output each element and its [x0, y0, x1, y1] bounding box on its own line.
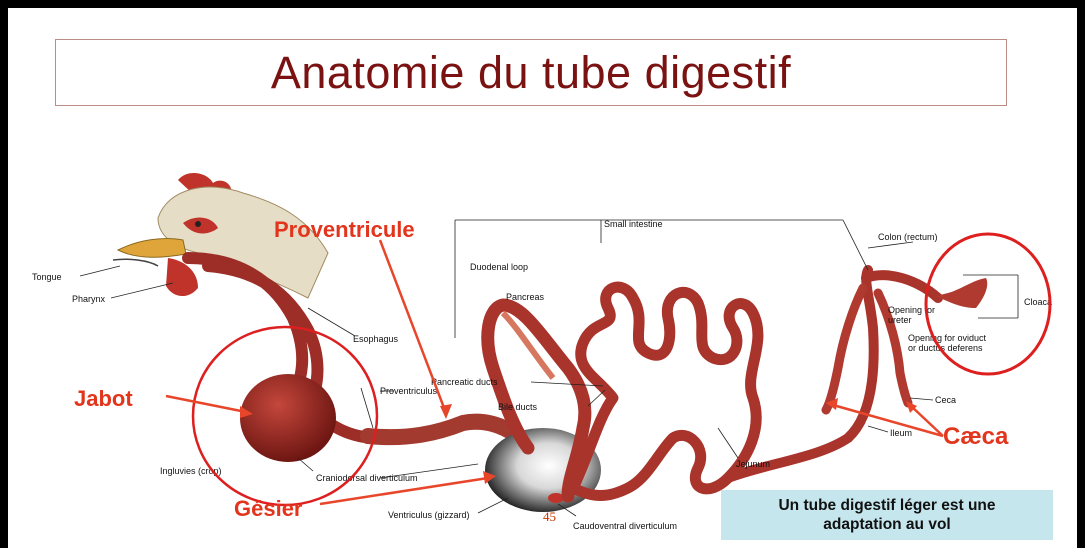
ceca-left	[826, 288, 863, 410]
label-ileum: Ileum	[890, 428, 912, 438]
label-pancreatic-ducts: Pancreatic ducts	[431, 377, 498, 387]
label-cloaca: Cloaca	[1024, 297, 1052, 307]
label-proventriculus: Proventriculus	[380, 386, 438, 396]
callout-jabot: Jabot	[74, 386, 133, 411]
caption-line-1: Un tube digestif léger est une	[721, 496, 1053, 515]
callout-caeca: Cæca	[943, 423, 1009, 450]
label-ventriculus: Ventriculus (gizzard)	[388, 510, 470, 520]
digestive-diagram: Tongue Pharynx Esophagus Proventriculus …	[8, 8, 1077, 548]
label-opening-ureter-2: ureter	[888, 315, 912, 325]
caption-box: Un tube digestif léger est une adaptatio…	[721, 490, 1053, 540]
label-craniodorsal: Craniodorsal diverticulum	[316, 473, 418, 483]
slide: Anatomie du tube digestif	[8, 8, 1077, 548]
label-colon: Colon (rectum)	[878, 232, 938, 242]
label-esophagus: Esophagus	[353, 334, 399, 344]
cloaca-organ	[936, 278, 987, 308]
label-small-intestine: Small intestine	[604, 219, 663, 229]
label-pharynx: Pharynx	[72, 294, 106, 304]
caption-line-2: adaptation au vol	[721, 515, 1053, 534]
callout-gesier: Gésier	[234, 496, 303, 521]
label-tongue: Tongue	[32, 272, 62, 282]
label-ceca: Ceca	[935, 395, 956, 405]
label-pancreas: Pancreas	[506, 292, 545, 302]
jejunum-coils	[573, 287, 758, 495]
label-jejunum: Jejunum	[736, 459, 770, 469]
label-caudoventral: Caudoventral diverticulum	[573, 521, 677, 531]
crop-organ	[240, 374, 336, 462]
label-opening-oviduct-2: or ductus deferens	[908, 343, 983, 353]
proventriculus-organ	[368, 422, 523, 440]
label-duodenal-loop: Duodenal loop	[470, 262, 528, 272]
label-opening-oviduct-1: Opening for oviduct	[908, 333, 987, 343]
label-bile-ducts: Bile ducts	[498, 402, 538, 412]
page-number: 45	[543, 509, 556, 524]
callout-proventricule: Proventricule	[274, 217, 415, 242]
